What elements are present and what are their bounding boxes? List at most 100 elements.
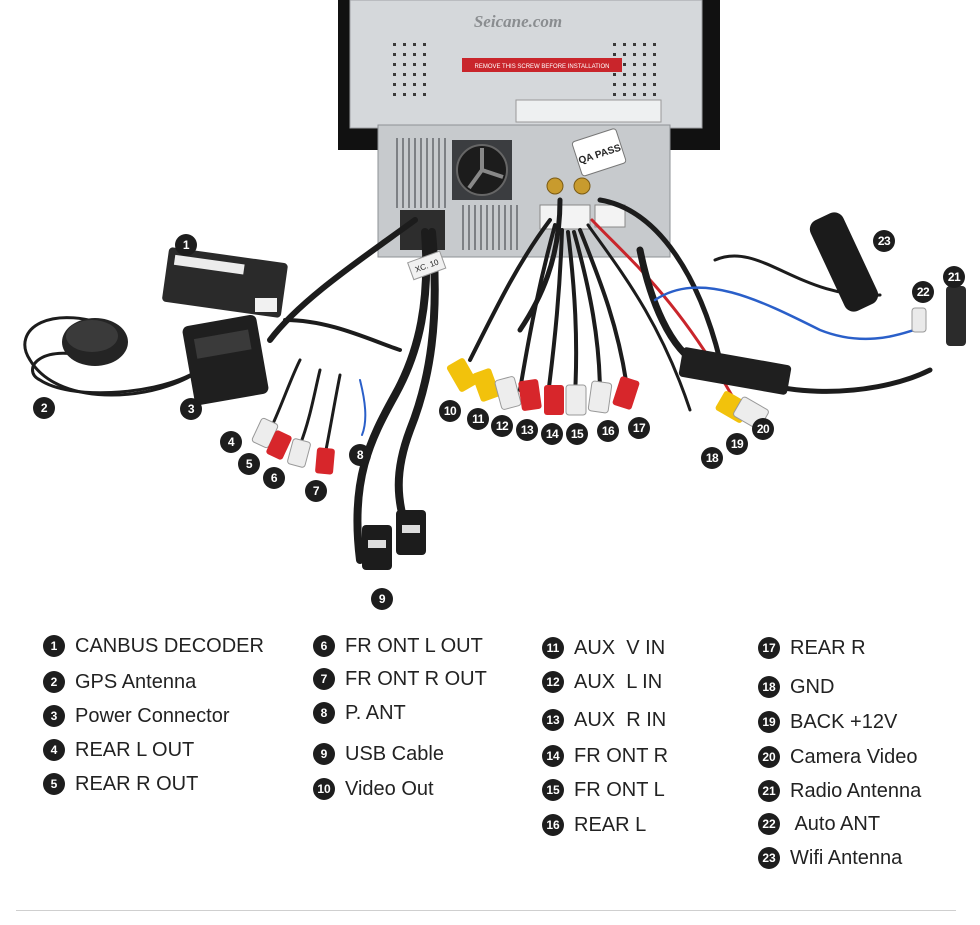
legend-item: 18 GND	[758, 674, 834, 700]
callout-2: 2	[33, 397, 55, 419]
rca-aux-front-rear	[446, 358, 640, 416]
legend-item: 9 USB Cable	[313, 741, 444, 767]
wifi-antenna	[809, 212, 879, 312]
legend-number: 23	[758, 847, 780, 869]
legend-label: REAR L	[574, 813, 647, 836]
legend-number: 21	[758, 780, 780, 802]
legend-number: 9	[313, 743, 335, 765]
legend-label: REAR R OUT	[75, 772, 199, 795]
legend-number: 10	[313, 778, 335, 800]
legend-label: GND	[790, 675, 835, 698]
legend-item: 21 Radio Antenna	[758, 778, 921, 804]
callout-1: 1	[175, 234, 197, 256]
canbus-decoder	[162, 247, 288, 318]
power-connector	[182, 314, 269, 405]
legend-item: 16 REAR L	[542, 812, 646, 838]
legend-label: P. ANT	[345, 701, 406, 724]
qa-sticker: QA PASS	[571, 128, 627, 177]
gps-antenna	[62, 318, 128, 366]
harness-tag: XC. 10	[407, 250, 447, 281]
watermark: Seicane.com	[474, 12, 562, 31]
legend-item: 11 AUX V IN	[542, 635, 665, 661]
legend-item: 2 GPS Antenna	[43, 669, 196, 695]
legend-label: Auto ANT	[790, 812, 881, 835]
callout-6: 6	[263, 467, 285, 489]
legend-label: AUX L IN	[574, 670, 663, 693]
callout-4: 4	[220, 431, 242, 453]
legend-number: 22	[758, 813, 780, 835]
legend-number: 20	[758, 746, 780, 768]
callout-19: 19	[726, 433, 748, 455]
legend-item: 17 REAR R	[758, 635, 866, 661]
legend-label: Video Out	[345, 777, 434, 800]
legend-number: 2	[43, 671, 65, 693]
callout-20: 20	[752, 418, 774, 440]
legend-item: 8 P. ANT	[313, 700, 406, 726]
footer-divider	[16, 910, 956, 911]
callout-7: 7	[305, 480, 327, 502]
legend-label: Wifi Antenna	[790, 846, 903, 869]
callout-10: 10	[439, 400, 461, 422]
legend-item: 10 Video Out	[313, 776, 434, 802]
legend-item: 7 FR ONT R OUT	[313, 666, 487, 692]
legend-label: GPS Antenna	[75, 670, 197, 693]
legend-label: REAR R	[790, 636, 866, 659]
legend-label: USB Cable	[345, 742, 444, 765]
legend-label: Power Connector	[75, 704, 230, 727]
legend-number: 13	[542, 709, 564, 731]
legend-number: 19	[758, 711, 780, 733]
legend-item: 23 Wifi Antenna	[758, 845, 902, 871]
legend-number: 16	[542, 814, 564, 836]
callout-13: 13	[516, 419, 538, 441]
legend-item: 14 FR ONT R	[542, 743, 668, 769]
cables	[23, 197, 933, 564]
head-unit: REMOVE THIS SCREW BEFORE INSTALLATION Se…	[338, 0, 720, 258]
legend-label: REAR L OUT	[75, 738, 195, 761]
legend-item: 13 AUX R IN	[542, 707, 666, 733]
legend-number: 15	[542, 779, 564, 801]
callout-5: 5	[238, 453, 260, 475]
legend-number: 7	[313, 668, 335, 690]
legend-item: 5 REAR R OUT	[43, 771, 198, 797]
legend-label: Radio Antenna	[790, 779, 922, 802]
legend-label: AUX R IN	[574, 708, 667, 731]
rca-rear-front-outs	[251, 417, 335, 475]
legend-label: FR ONT R OUT	[345, 667, 487, 690]
legend-item: 22 Auto ANT	[758, 811, 880, 837]
callout-8: 8	[349, 444, 371, 466]
legend-number: 6	[313, 635, 335, 657]
legend-label: FR ONT R	[574, 744, 669, 767]
callout-22: 22	[912, 281, 934, 303]
callout-12: 12	[491, 415, 513, 437]
legend-label: FR ONT L	[574, 778, 665, 801]
callout-3: 3	[180, 398, 202, 420]
legend-number: 18	[758, 676, 780, 698]
legend-number: 8	[313, 702, 335, 724]
legend-number: 5	[43, 773, 65, 795]
callout-17: 17	[628, 417, 650, 439]
callout-15: 15	[566, 423, 588, 445]
callout-11: 11	[467, 408, 489, 430]
callout-21: 21	[943, 266, 965, 288]
legend-item: 19 BACK +12V	[758, 709, 897, 735]
callout-14: 14	[541, 423, 563, 445]
legend-label: AUX V IN	[574, 636, 666, 659]
callout-9: 9	[371, 588, 393, 610]
radio-antenna-plug	[946, 286, 966, 346]
legend-number: 11	[542, 637, 564, 659]
callout-16: 16	[597, 420, 619, 442]
legend-label: BACK +12V	[790, 710, 898, 733]
legend-number: 17	[758, 637, 780, 659]
callout-18: 18	[701, 447, 723, 469]
legend-item: 4 REAR L OUT	[43, 737, 194, 763]
legend-item: 15 FR ONT L	[542, 777, 665, 803]
legend-label: CANBUS DECODER	[75, 634, 264, 657]
legend-number: 14	[542, 745, 564, 767]
wiring-diagram: REMOVE THIS SCREW BEFORE INSTALLATION Se…	[23, 0, 966, 570]
legend-number: 4	[43, 739, 65, 761]
